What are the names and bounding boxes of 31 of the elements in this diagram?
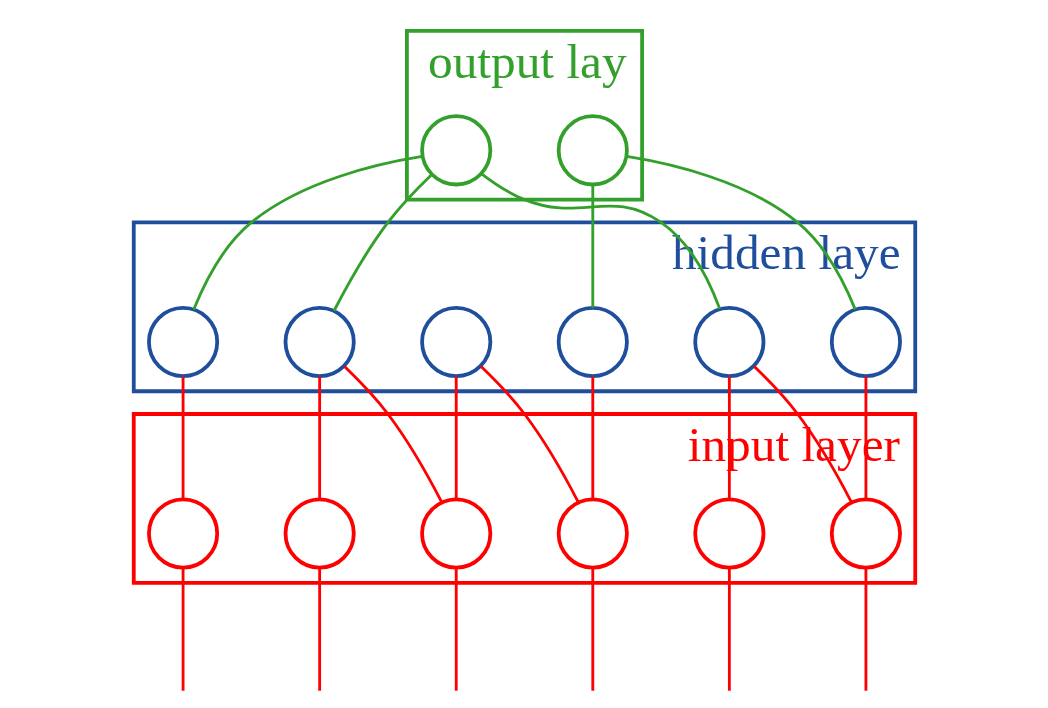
connector <box>332 173 432 312</box>
connector <box>317 568 321 691</box>
connector <box>590 568 594 691</box>
node-circle <box>419 497 492 570</box>
node-circle <box>556 114 629 187</box>
node-circle <box>283 497 356 570</box>
node-circle <box>283 305 356 378</box>
connector <box>343 365 443 503</box>
connector <box>590 376 594 500</box>
connector <box>454 376 458 500</box>
node-circle <box>692 497 765 570</box>
node-circle <box>692 305 765 378</box>
node-circle <box>146 497 219 570</box>
node-circle <box>829 497 902 570</box>
node-circle <box>146 305 219 378</box>
node-circle <box>829 305 902 378</box>
connector <box>191 155 422 310</box>
node-circle <box>556 305 629 378</box>
node-circle <box>556 497 629 570</box>
connector <box>864 568 867 691</box>
connector <box>181 568 184 691</box>
connector <box>454 568 458 691</box>
connector <box>479 365 580 503</box>
connector <box>727 568 731 691</box>
node-circle <box>419 114 492 187</box>
connector <box>590 184 594 308</box>
connector <box>479 172 721 310</box>
cluster: output lay <box>404 28 644 202</box>
connector <box>181 376 184 500</box>
node-circle <box>419 305 492 378</box>
connector <box>317 376 321 500</box>
